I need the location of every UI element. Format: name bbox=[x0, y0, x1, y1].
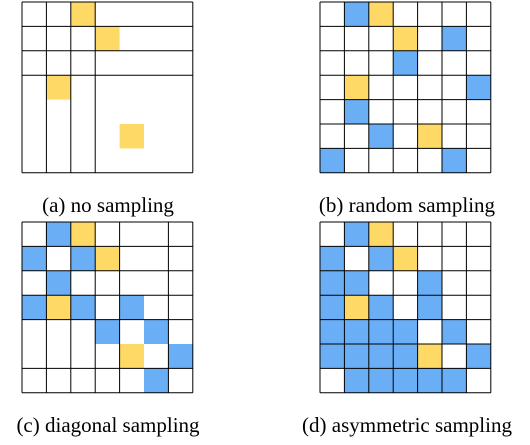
sampled-cell bbox=[417, 295, 442, 320]
highlight-cell bbox=[46, 75, 71, 100]
sampled-cell bbox=[466, 75, 491, 100]
sampled-cell bbox=[344, 344, 369, 369]
sampled-cell bbox=[46, 222, 71, 247]
sampled-cell bbox=[70, 246, 96, 271]
sampled-cell bbox=[46, 270, 71, 296]
highlight-cell bbox=[70, 222, 96, 247]
highlight-cell bbox=[95, 26, 120, 51]
sampled-cell bbox=[368, 246, 394, 271]
sampled-cell bbox=[320, 344, 345, 369]
sampled-cell bbox=[368, 124, 394, 149]
sampled-cell bbox=[368, 344, 394, 369]
grid-diagonal-sampling bbox=[21, 221, 194, 394]
sampled-cell bbox=[368, 295, 394, 320]
sampled-cell bbox=[320, 148, 345, 173]
caption-random-sampling: (b) random sampling bbox=[318, 193, 496, 217]
sampled-cell bbox=[320, 319, 345, 344]
sampled-cell bbox=[466, 344, 491, 369]
sampled-cell bbox=[95, 319, 120, 344]
highlight-cell bbox=[393, 246, 418, 271]
grid-asymmetric-sampling bbox=[319, 221, 492, 394]
sampled-cell bbox=[320, 246, 345, 271]
sampled-cell bbox=[70, 295, 96, 320]
sampled-cell bbox=[368, 368, 394, 393]
sampled-cell bbox=[344, 2, 369, 27]
sampled-cell bbox=[393, 319, 418, 344]
sampled-cell bbox=[22, 246, 47, 271]
highlight-cell bbox=[119, 124, 144, 149]
highlight-cell bbox=[46, 295, 71, 320]
sampled-cell bbox=[393, 368, 418, 393]
sampled-cell bbox=[442, 319, 467, 344]
sampled-cell bbox=[442, 148, 467, 173]
highlight-cell bbox=[393, 26, 418, 51]
caption-asymmetric-sampling: (d) asymmetric sampling bbox=[302, 413, 512, 437]
sampled-cell bbox=[393, 344, 418, 369]
caption-no-sampling: (a) no sampling bbox=[42, 193, 174, 217]
sampled-cell bbox=[344, 270, 369, 296]
caption-diagonal-sampling: (c) diagonal sampling bbox=[16, 413, 200, 437]
highlight-cell bbox=[95, 246, 120, 271]
sampled-cell bbox=[144, 319, 169, 344]
sampled-cell bbox=[368, 319, 394, 344]
sampled-cell bbox=[344, 319, 369, 344]
highlight-cell bbox=[417, 124, 442, 149]
sampled-cell bbox=[344, 222, 369, 247]
highlight-cell bbox=[368, 2, 394, 27]
grid-no-sampling bbox=[21, 1, 194, 174]
grid-random-sampling bbox=[319, 1, 492, 174]
sampled-cell bbox=[168, 344, 193, 369]
sampled-cell bbox=[22, 295, 47, 320]
sampled-cell bbox=[119, 295, 144, 320]
sampled-cell bbox=[320, 270, 345, 296]
sampled-cell bbox=[320, 295, 345, 320]
sampled-cell bbox=[393, 50, 418, 76]
sampled-cell bbox=[344, 368, 369, 393]
sampled-cell bbox=[442, 26, 467, 51]
highlight-cell bbox=[344, 295, 369, 320]
sampled-cell bbox=[417, 270, 442, 296]
highlight-cell bbox=[70, 2, 96, 27]
sampled-cell bbox=[144, 368, 169, 393]
highlight-cell bbox=[368, 222, 394, 247]
sampled-cell bbox=[442, 368, 467, 393]
sampled-cell bbox=[344, 99, 369, 124]
highlight-cell bbox=[344, 75, 369, 100]
highlight-cell bbox=[119, 344, 144, 369]
highlight-cell bbox=[417, 344, 442, 369]
sampled-cell bbox=[417, 368, 442, 393]
